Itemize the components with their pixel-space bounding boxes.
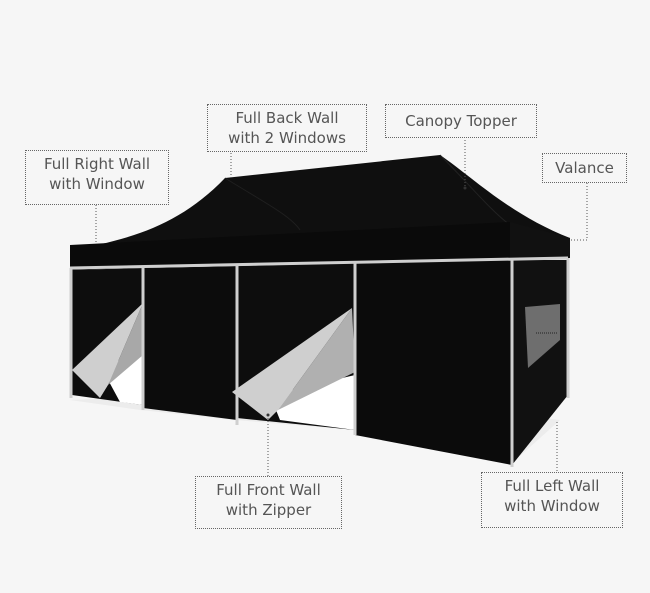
door-flap-left	[72, 303, 143, 405]
label-front-wall-line2: with Zipper	[225, 501, 312, 519]
label-back-wall-line1: Full Back Wall	[235, 109, 339, 127]
label-right-wall-line2: with Window	[49, 175, 145, 193]
label-left-wall: Full Left Wall with Window	[481, 472, 623, 528]
label-right-wall-line1: Full Right Wall	[43, 155, 151, 173]
label-canopy-topper: Canopy Topper	[385, 104, 537, 138]
label-front-wall-line1: Full Front Wall	[216, 481, 321, 499]
label-front-wall: Full Front Wall with Zipper	[195, 476, 342, 529]
label-valance: Valance	[542, 153, 627, 183]
label-left-wall-line2: with Window	[504, 497, 600, 515]
label-back-wall-line2: with 2 Windows	[228, 129, 346, 147]
leader-lines	[95, 140, 588, 478]
label-back-wall: Full Back Wall with 2 Windows	[207, 104, 367, 152]
label-canopy-topper-line1: Canopy Topper	[405, 112, 517, 130]
label-left-wall-line1: Full Left Wall	[504, 477, 600, 495]
left-side-wall	[512, 260, 568, 465]
tent-frame	[69, 256, 570, 467]
door-flap-center	[232, 308, 355, 430]
label-right-wall: Full Right Wall with Window	[25, 150, 169, 205]
leader-dots	[266, 186, 467, 417]
valance	[70, 222, 570, 270]
label-valance-line1: Valance	[555, 159, 614, 177]
